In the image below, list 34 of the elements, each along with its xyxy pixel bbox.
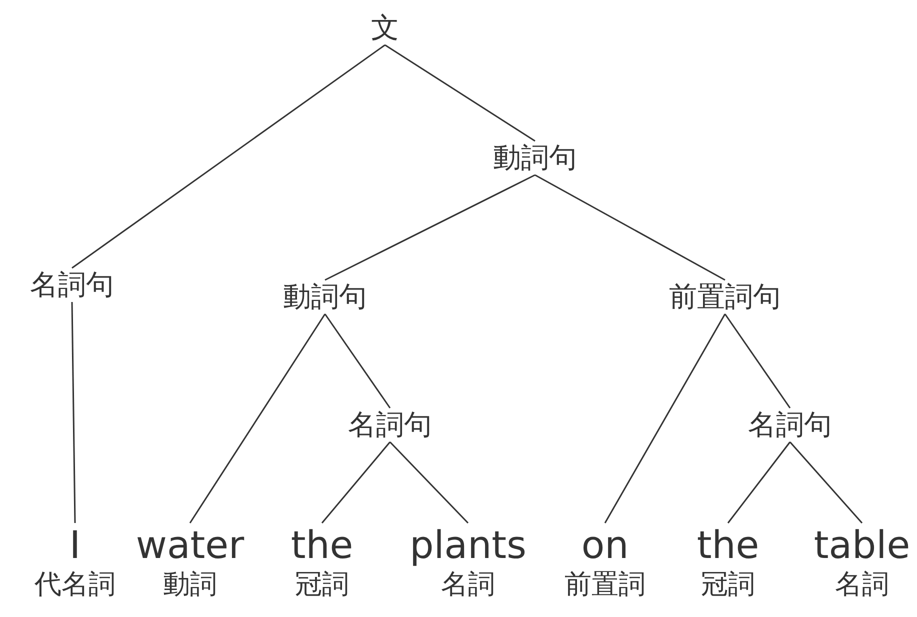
- word-label: I: [69, 526, 81, 564]
- tree-branch: [71, 302, 76, 523]
- part-of-speech-label: 代名詞: [34, 571, 116, 598]
- tree-branch: [324, 174, 536, 281]
- part-of-speech-label: 名詞: [441, 571, 495, 598]
- part-of-speech-label: 冠詞: [295, 571, 349, 598]
- tree-branch: [534, 174, 726, 281]
- phrase-label: 名詞句: [744, 408, 836, 442]
- tree-branch: [324, 314, 391, 408]
- phrase-label: 名詞句: [344, 408, 436, 442]
- part-of-speech-label: 前置詞: [564, 571, 646, 598]
- tree-branch: [604, 314, 726, 524]
- word-label: plants: [410, 526, 526, 564]
- phrase-label: 前置詞句: [665, 280, 785, 314]
- tree-branch: [321, 442, 391, 524]
- part-of-speech-label: 冠詞: [701, 571, 755, 598]
- tree-branch: [384, 44, 536, 142]
- phrase-label: 文: [367, 11, 403, 45]
- part-of-speech-label: 動詞: [163, 571, 217, 598]
- word-label: on: [581, 526, 629, 564]
- phrase-label: 動詞句: [279, 280, 371, 314]
- word-label: table: [814, 526, 910, 564]
- phrase-label: 名詞句: [26, 268, 118, 302]
- part-of-speech-label: 名詞: [835, 571, 889, 598]
- word-label: water: [136, 526, 244, 564]
- tree-branch: [789, 442, 863, 524]
- tree-branch: [189, 314, 326, 524]
- tree-branch: [727, 442, 791, 524]
- phrase-label: 動詞句: [489, 141, 581, 175]
- word-label: the: [290, 526, 354, 564]
- tree-branch: [724, 314, 791, 408]
- word-label: the: [696, 526, 760, 564]
- tree-branch: [72, 44, 386, 269]
- tree-branch: [389, 441, 469, 524]
